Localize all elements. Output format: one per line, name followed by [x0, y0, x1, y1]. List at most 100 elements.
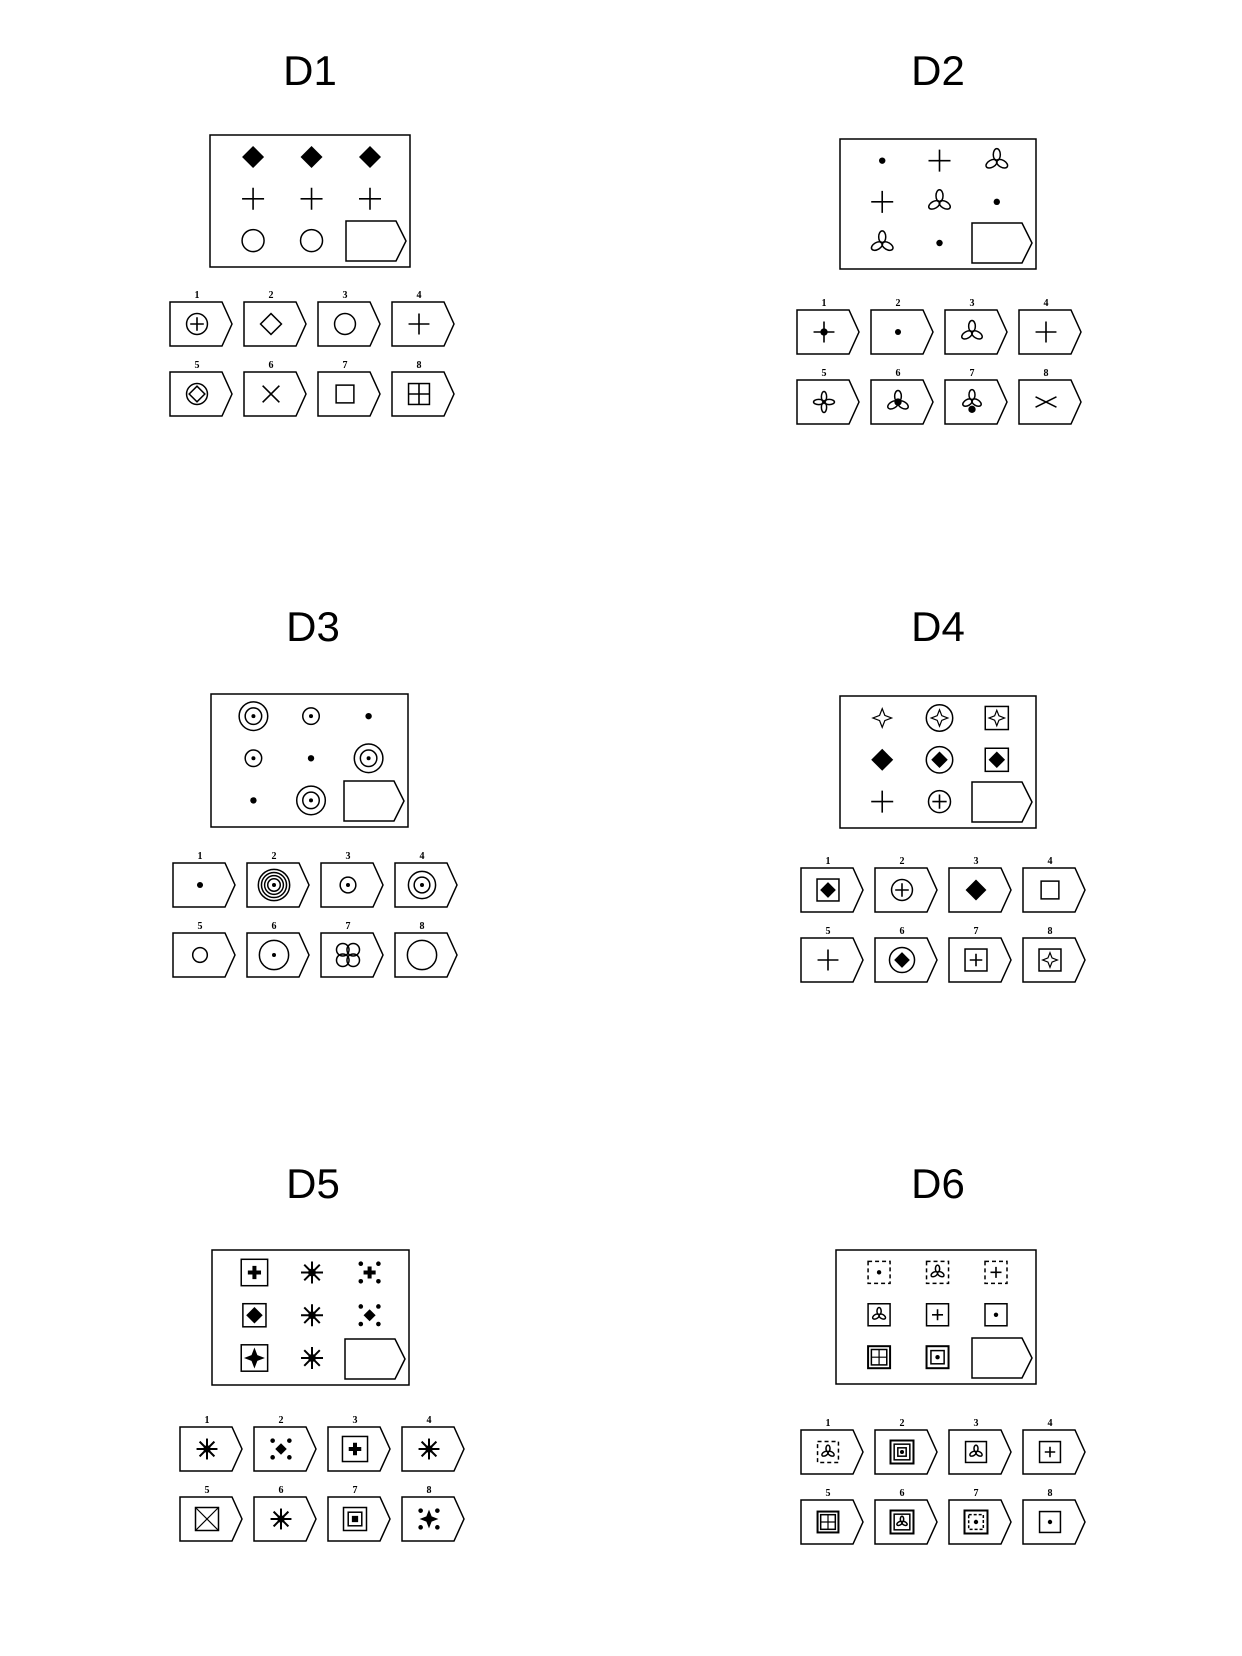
option-8[interactable]: 8: [1022, 1488, 1086, 1545]
option-4[interactable]: 4: [1022, 1418, 1086, 1475]
option-number: 8: [1044, 368, 1049, 379]
option-number: 7: [346, 921, 351, 932]
option-3[interactable]: 3: [948, 1418, 1012, 1475]
blank-answer-cell: [971, 222, 1033, 264]
option-7[interactable]: 7: [317, 360, 381, 417]
matrix-cell-dot-icon: [879, 157, 886, 164]
matrix-cell-ring2-icon: [244, 749, 263, 768]
option-number: 3: [346, 851, 351, 862]
option-7[interactable]: 7: [948, 926, 1012, 983]
option-3[interactable]: 3: [317, 290, 381, 347]
option-2[interactable]: 2: [874, 856, 938, 913]
matrix-cell-dashsq-dot-icon: [867, 1260, 891, 1285]
option-number: 3: [974, 856, 979, 867]
matrix-cell-burst-x-icon: [301, 1347, 324, 1369]
option-2[interactable]: 2: [870, 298, 934, 355]
matrix-cell-trefoil-icon: [985, 147, 1009, 169]
option-number: 6: [272, 921, 277, 932]
option-number: 7: [343, 360, 348, 371]
option-5[interactable]: 5: [800, 1488, 864, 1545]
option-7[interactable]: 7: [948, 1488, 1012, 1545]
matrix-cell-circle-diamond-filled-icon: [925, 745, 954, 774]
option-dblsq-plus-icon: [816, 1510, 840, 1534]
option-4[interactable]: 4: [1018, 298, 1082, 355]
option-4[interactable]: 4: [1022, 856, 1086, 913]
matrix-cell-dblsq-plus-icon: [867, 1345, 892, 1370]
option-5[interactable]: 5: [172, 921, 236, 978]
blank-answer-cell: [971, 1337, 1033, 1379]
matrix-cell-dot-icon: [365, 712, 372, 720]
option-1[interactable]: 1: [169, 290, 233, 347]
option-big-ring-dot-icon: [258, 939, 290, 971]
option-6[interactable]: 6: [874, 1488, 938, 1545]
matrix-cell-plus-icon: [871, 190, 894, 213]
puzzle-title: D5: [286, 1160, 340, 1207]
option-1[interactable]: 1: [172, 851, 236, 908]
option-number: 5: [195, 360, 200, 371]
option-8[interactable]: 8: [1018, 368, 1082, 425]
option-sq-plus-icon: [1038, 1440, 1062, 1464]
option-6[interactable]: 6: [246, 921, 310, 978]
option-6[interactable]: 6: [253, 1485, 317, 1542]
option-number: 2: [900, 1418, 905, 1429]
matrix-frame: [835, 1249, 1037, 1385]
option-7[interactable]: 7: [944, 368, 1008, 425]
option-circle-plus-icon: [185, 312, 209, 336]
option-3[interactable]: 3: [327, 1415, 391, 1472]
option-8[interactable]: 8: [1022, 926, 1086, 983]
matrix-cell-plus-icon: [300, 187, 323, 210]
option-4[interactable]: 4: [394, 851, 458, 908]
option-5[interactable]: 5: [796, 368, 860, 425]
option-number: 4: [420, 851, 425, 862]
matrix-frame: [209, 134, 411, 268]
option-3[interactable]: 3: [944, 298, 1008, 355]
option-number: 4: [1048, 1418, 1053, 1429]
option-3[interactable]: 3: [320, 851, 384, 908]
matrix-cell-plus-icon: [871, 790, 894, 813]
option-big-circle-icon: [406, 939, 438, 971]
puzzle-title: D6: [911, 1160, 965, 1207]
option-8[interactable]: 8: [401, 1485, 465, 1542]
option-dblsq-square-icon: [889, 1439, 915, 1465]
option-trefoil-filled-icon: [887, 389, 909, 410]
option-6[interactable]: 6: [870, 368, 934, 425]
option-2[interactable]: 2: [253, 1415, 317, 1472]
option-1[interactable]: 1: [800, 1418, 864, 1475]
option-6[interactable]: 6: [874, 926, 938, 983]
option-burst-x-icon: [196, 1438, 218, 1460]
option-1[interactable]: 1: [179, 1415, 243, 1472]
option-4[interactable]: 4: [391, 290, 455, 347]
option-plus-icon: [408, 313, 430, 335]
matrix-cell-square-diamond-filled-icon: [242, 1302, 267, 1328]
option-2[interactable]: 2: [874, 1418, 938, 1475]
option-7[interactable]: 7: [320, 921, 384, 978]
matrix-cell-burst-x-icon: [301, 1261, 324, 1284]
option-ring3-icon: [407, 870, 437, 900]
matrix-frame: [211, 1249, 410, 1386]
option-2[interactable]: 2: [246, 851, 310, 908]
matrix-cell-plus-icon: [242, 187, 265, 210]
option-number: 5: [198, 921, 203, 932]
option-burst-x-icon: [418, 1438, 440, 1460]
option-7[interactable]: 7: [327, 1485, 391, 1542]
option-1[interactable]: 1: [800, 856, 864, 913]
option-1[interactable]: 1: [796, 298, 860, 355]
option-4[interactable]: 4: [401, 1415, 465, 1472]
option-3[interactable]: 3: [948, 856, 1012, 913]
matrix-cell-dot-icon: [250, 797, 257, 804]
matrix-cell-plus-icon: [359, 187, 381, 210]
option-number: 3: [974, 1418, 979, 1429]
option-5[interactable]: 5: [169, 360, 233, 417]
option-2[interactable]: 2: [243, 290, 307, 347]
option-5[interactable]: 5: [800, 926, 864, 983]
option-8[interactable]: 8: [394, 921, 458, 978]
option-8[interactable]: 8: [391, 360, 455, 417]
option-plus-dot-icon: [813, 321, 835, 343]
matrix-cell-dashsq-trefoil-icon: [925, 1260, 950, 1285]
matrix-cell-diamond-filled-icon: [871, 748, 894, 771]
option-5[interactable]: 5: [179, 1485, 243, 1542]
option-6[interactable]: 6: [243, 360, 307, 417]
